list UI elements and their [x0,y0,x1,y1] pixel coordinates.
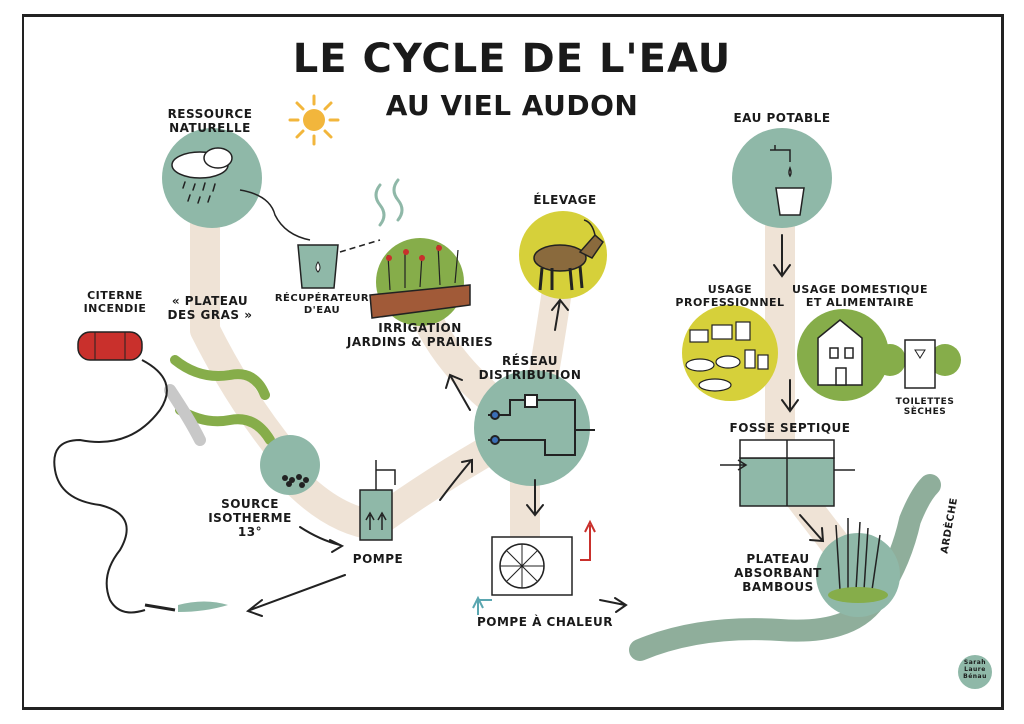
pipes-icon [488,394,595,456]
signature-stamp [958,655,992,689]
citerne-icon [77,331,143,361]
reed-bed-base [828,587,888,603]
label-usage-pro-line1: Usage [707,283,753,296]
label-plateau-gras: « Plateau des Gras » [160,294,260,323]
garden-bed-icon [369,244,471,319]
label-fosse: Fosse septique [729,421,851,435]
label-recuperateur-line1: Récupérateur [274,293,370,304]
label-source-line2: isotherme [208,510,292,525]
label-toilettes-line2: sèches [903,407,947,418]
dashed-hose [339,239,381,253]
label-recuperateur-line2: d'eau [303,304,341,316]
label-ressource-line1: Ressource [167,107,253,121]
label-plateau-abs-line3: bambous [742,579,814,594]
label-reseau: Réseau distribution [470,354,590,383]
eau-potable-circle [732,128,832,228]
arrow-usage-down [781,379,799,413]
signature-text: Sarah Laure Bénau [963,659,987,680]
label-pompe: Pompe [352,552,404,566]
page-title: Le cycle de l'eau [292,36,732,82]
label-irrigation-line2: jardins & prairies [346,334,494,349]
label-usage-pro-line2: professionnel [675,295,785,309]
label-usage-pro: Usage professionnel [675,283,785,309]
label-elevage: Élevage [533,193,597,207]
food-products-icon [685,321,769,392]
label-plateau-abs-line1: Plateau [746,552,810,566]
house-icon [817,319,863,386]
label-citerne-line1: Citerne [87,289,143,302]
label-usage-dom: Usage domestique et alimentaire [770,283,950,309]
arrow-pac-out [599,597,628,613]
hose-nozzle-icon [144,601,228,612]
fire-hose [53,359,168,614]
drawing-frame [22,14,1004,710]
label-eau-potable: Eau potable [733,111,831,125]
plateau-terrain-icon [164,355,275,446]
label-plateau-gras-line1: « Plateau [171,294,249,308]
arrow-source-to-pompe [299,526,345,553]
label-pompe-chaleur: Pompe à chaleur [476,615,614,629]
fosse-septique-icon [720,439,855,507]
reseau-circle [474,370,590,486]
arrow-to-irrigation [445,373,471,411]
label-reseau-line1: Réseau [502,354,558,368]
steam-icon [374,178,404,227]
arrow-to-citerne-hose [245,574,346,617]
label-source: Source isotherme 13° [200,497,300,539]
arrow-potable-down [773,234,791,278]
label-usage-dom-line1: Usage domestique [792,283,928,296]
pompe-icon [359,460,396,541]
page-subtitle: au Viel Audon [385,89,639,122]
label-toilettes-line1: Toilettes [895,397,955,407]
label-irrigation: Irrigation jardins & prairies [340,321,500,350]
sun-icon [288,94,340,146]
label-ressource: Ressource naturelle [150,107,270,136]
arrow-fosse-to-plateau [799,514,825,543]
toilettes-seches-icon [874,339,961,389]
goat-icon [533,219,604,291]
gutter-pipe [239,189,311,241]
label-source-line3: 13° [237,524,263,539]
arrow-pompe-to-reseau [439,458,473,501]
label-citerne-line2: incendie [83,301,147,315]
label-toilettes: Toilettes sèches [885,397,965,418]
rain-cloud-icon [171,147,233,204]
label-citerne: Citerne incendie [65,289,165,315]
recuperateur-bucket-icon [297,244,339,289]
label-plateau-abs-line2: absorbant [734,565,822,580]
label-plateau-gras-line2: des Gras » [167,307,253,322]
tap-glass-icon [770,145,805,216]
ressource-circle [162,128,262,228]
label-usage-dom-line2: et alimentaire [805,295,915,309]
arrow-up-elevage [551,298,569,331]
rocks-icon [282,474,309,488]
usage-pro-circle [682,305,778,401]
label-irrigation-line1: Irrigation [378,321,462,335]
label-ressource-line2: naturelle [169,120,251,135]
label-recuperateur: Récupérateur d'eau [262,293,382,316]
bamboo-reeds-icon [835,518,881,591]
label-source-line1: Source [221,497,279,511]
arrow-to-pac [526,479,544,517]
label-plateau-absorbant: Plateau absorbant bambous [728,552,828,594]
label-reseau-line2: distribution [478,367,582,382]
pompe-chaleur-icon [472,519,596,615]
